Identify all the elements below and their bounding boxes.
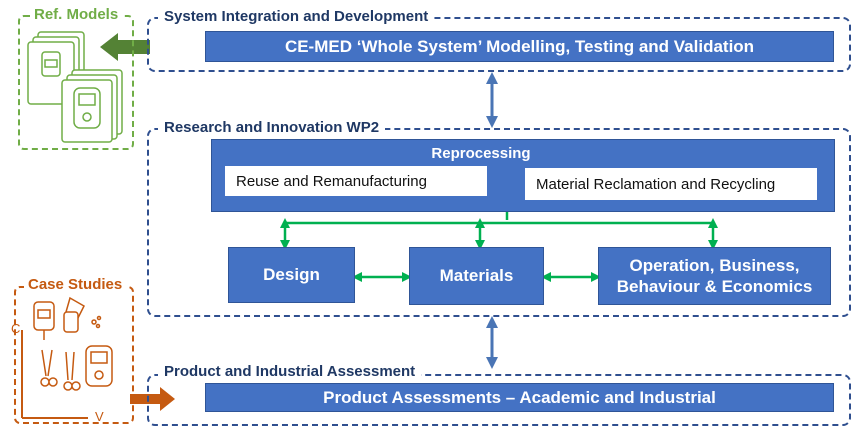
reclamation-box: Material Reclamation and Recycling [525, 168, 817, 200]
ref-models-arrow [100, 33, 150, 61]
case-studies-title: Case Studies [24, 276, 127, 293]
ce-med-box: CE-MED ‘Whole System’ Modelling, Testing… [205, 31, 834, 62]
axis-v-label: V [95, 409, 104, 424]
system-integration-title: System Integration and Development [158, 8, 435, 25]
case-studies-arrow [130, 387, 175, 411]
reprocessing-title: Reprocessing [431, 145, 531, 162]
case-studies-device-icons [33, 296, 113, 391]
materials-box: Materials [409, 247, 544, 305]
product-assessment-title: Product and Industrial Assessment [158, 363, 422, 380]
product-assessments-box: Product Assessments – Academic and Indus… [205, 383, 834, 412]
research-innovation-title: Research and Innovation WP2 [158, 119, 386, 136]
system-integration-frame [147, 17, 851, 72]
operation-box: Operation, Business, Behaviour & Economi… [598, 247, 831, 305]
research-innovation-frame [147, 128, 851, 317]
design-box: Design [228, 247, 355, 303]
case-studies-axes [21, 330, 88, 419]
case-studies-frame [14, 286, 134, 424]
axis-c-label: C [11, 321, 21, 336]
ref-models-device-icons [27, 31, 123, 143]
product-assessment-frame [147, 374, 851, 426]
reuse-box: Reuse and Remanufacturing [225, 166, 487, 196]
ref-models-frame [18, 15, 134, 150]
ref-models-title: Ref. Models [30, 6, 123, 23]
